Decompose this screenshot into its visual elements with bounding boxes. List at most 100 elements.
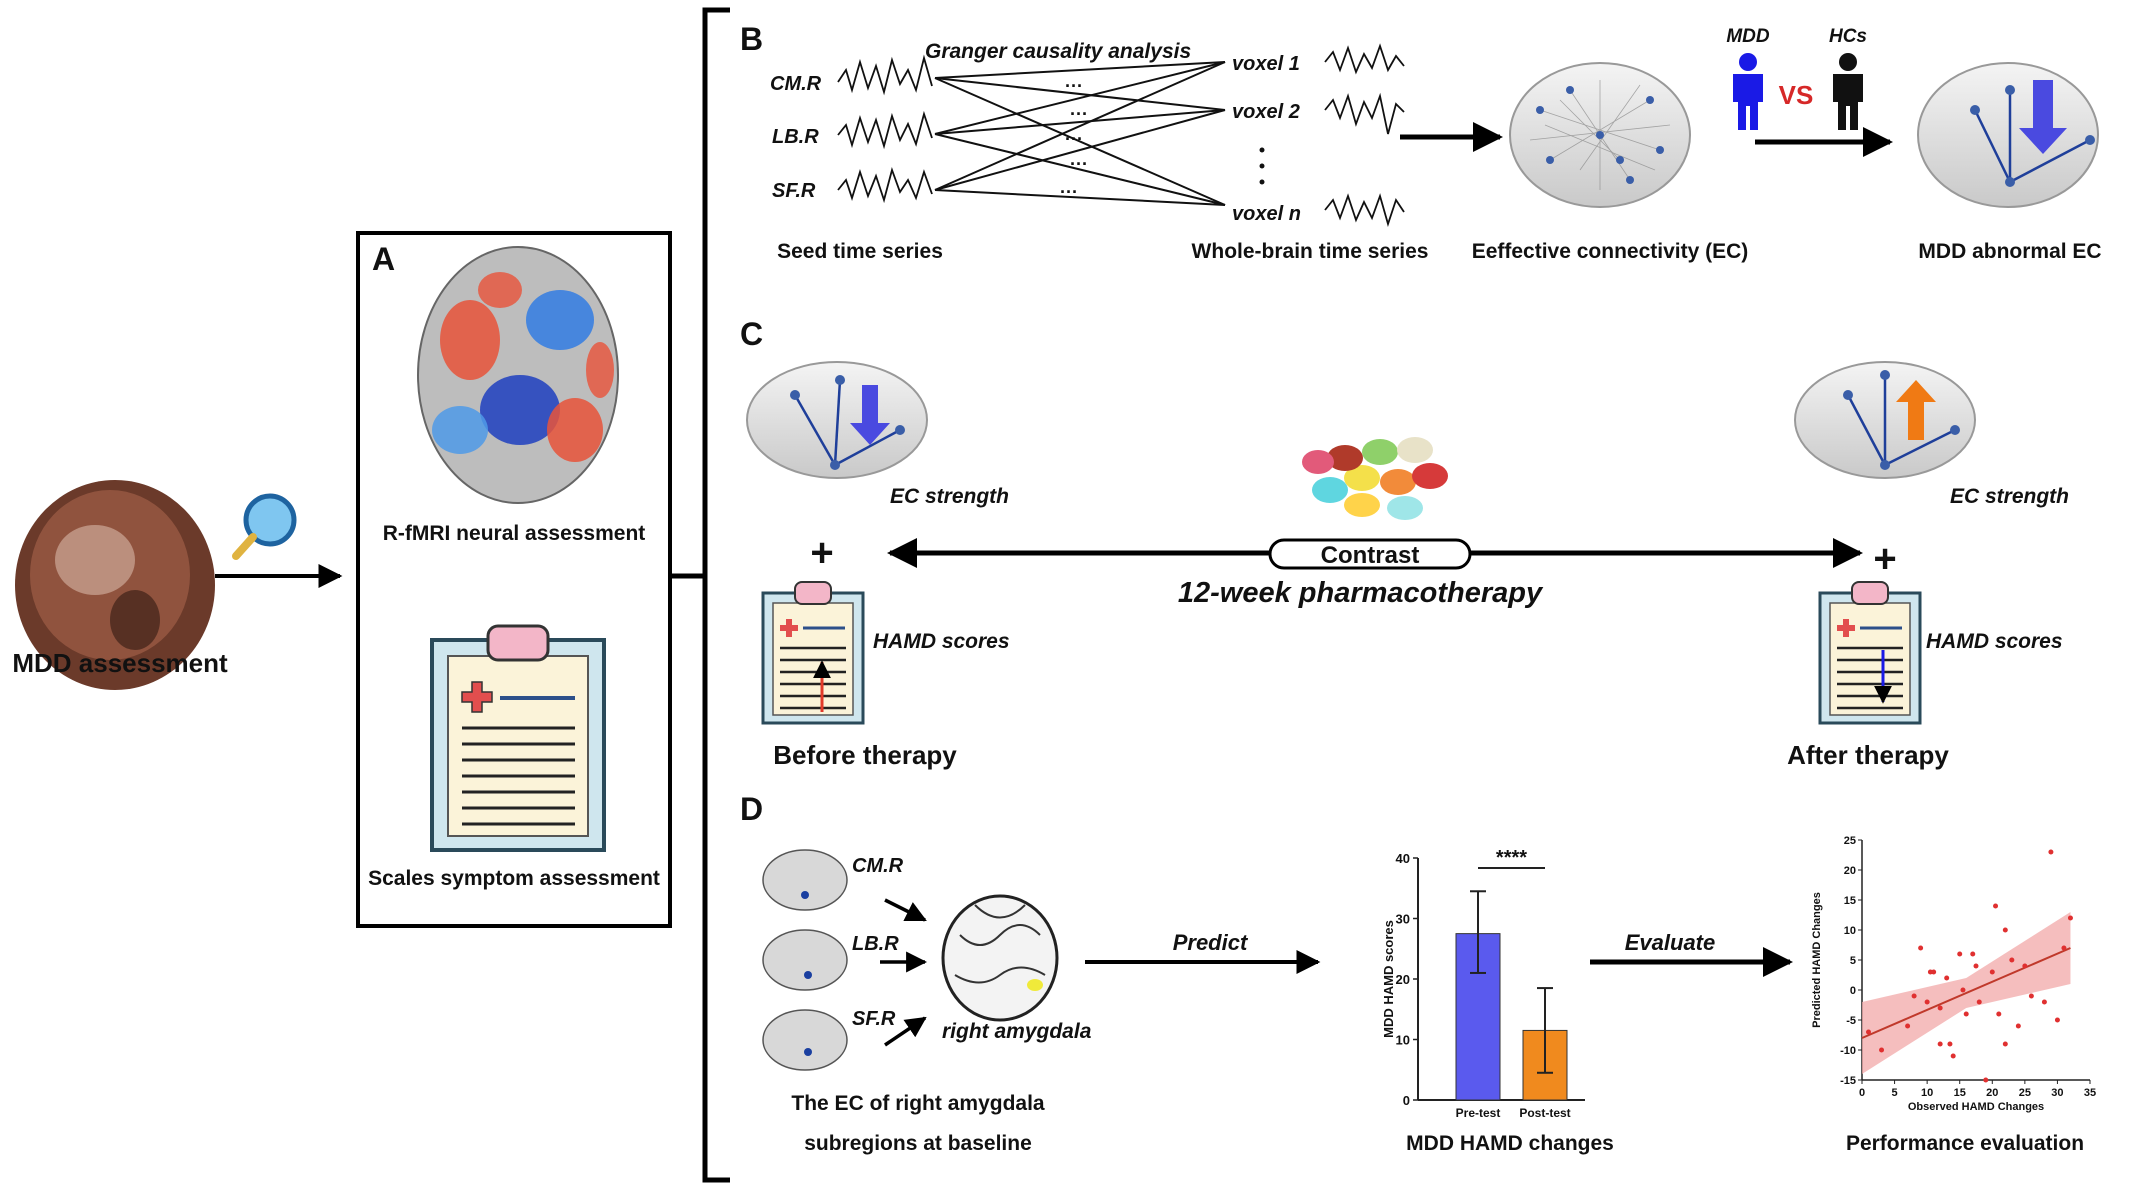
scatter-point (1944, 975, 1950, 981)
granger-title: Granger causality analysis (925, 40, 1191, 63)
scatter-point (2061, 945, 2067, 951)
panel-d-letter: D (740, 791, 763, 827)
pills-image (1302, 437, 1448, 520)
before-therapy-label: Before therapy (773, 740, 957, 770)
bar-category-label: Pre-test (1456, 1106, 1501, 1120)
voxel-1-label: voxel 1 (1232, 53, 1300, 75)
scatter-point (1905, 1023, 1911, 1029)
mdd-person-icon (1733, 53, 1763, 130)
clipboard-icon-large (430, 624, 606, 852)
bar-y-tick-label: 10 (1396, 1033, 1410, 1048)
scatter-point (1937, 1005, 1943, 1011)
scatter-x-tick-label: 20 (1986, 1087, 1998, 1099)
scatter-y-tick-label: 25 (1844, 835, 1856, 847)
clipboard-before (761, 581, 865, 725)
scales-assessment-label: Scales symptom assessment (368, 867, 660, 890)
panel-b-letter: B (740, 21, 763, 57)
section-bracket (670, 7, 730, 1183)
svg-text:···: ··· (1065, 129, 1083, 149)
contrast-pill (1268, 538, 1472, 570)
hamd-scores-left: HAMD scores (873, 630, 1010, 653)
head-scan-image (15, 480, 215, 690)
mdd-assessment-label: MDD assessment (12, 648, 228, 678)
scatter-point (1973, 963, 1979, 969)
hamd-changes-caption: MDD HAMD changes (1406, 1132, 1614, 1155)
right-amygdala-label: right amygdala (942, 1020, 1092, 1043)
predict-label: Predict (1173, 930, 1249, 955)
scatter-point (1983, 1077, 1989, 1083)
gca-connections (934, 61, 1226, 206)
neural-assessment-label: R-fMRI neural assessment (383, 522, 646, 545)
bar-y-axis-label: MDD HAMD scores (1381, 920, 1396, 1038)
scatter-y-tick-label: -5 (1846, 1015, 1856, 1027)
scatter-point (1950, 1053, 1956, 1059)
plus-right: + (1873, 537, 1896, 581)
scatter-point (2009, 957, 2015, 963)
seed-sf-label: SF.R (772, 180, 816, 202)
performance-caption: Performance evaluation (1846, 1132, 2084, 1155)
scatter-point (2028, 993, 2034, 999)
magnifier-icon (232, 493, 297, 560)
pharmacotherapy-label: 12-week pharmacotherapy (1178, 577, 1544, 609)
scatter-point (1937, 1041, 1943, 1047)
voxel-time-series (1324, 43, 1405, 228)
mdd-label: MDD (1726, 26, 1770, 47)
voxel-n-label: voxel n (1232, 203, 1301, 225)
bar-y-tick-label: 30 (1396, 912, 1410, 927)
scatter-point (1918, 945, 1924, 951)
subregion-arrows (880, 898, 928, 1047)
scatter-point (2054, 1017, 2060, 1023)
scatter-x-tick-label: 5 (1892, 1087, 1898, 1099)
scatter-point (1957, 951, 1963, 957)
subregion-sf-label: SF.R (852, 1008, 896, 1030)
bar-category-label: Post-test (1519, 1106, 1570, 1120)
scatter-y-tick-label: 5 (1850, 955, 1856, 967)
seed-lb-label: LB.R (772, 126, 819, 148)
brain-activation-map (417, 246, 619, 504)
panel-a-letter: A (372, 241, 395, 277)
subregion-cm-label: CM.R (852, 855, 904, 877)
scatter-point (2002, 1041, 2008, 1047)
scatter-point (1931, 969, 1937, 975)
evaluate-label: Evaluate (1625, 930, 1716, 955)
abnormal-ec-caption: MDD abnormal EC (1918, 240, 2101, 263)
panel-a-frame (356, 231, 672, 928)
coronal-brain (941, 894, 1059, 1022)
after-therapy-label: After therapy (1787, 740, 1949, 770)
hcs-label: HCs (1829, 26, 1867, 47)
panel-c-letter: C (740, 316, 763, 352)
scatter-x-tick-label: 15 (1954, 1087, 1966, 1099)
ec-network-brain (1509, 62, 1691, 208)
clipboard-after (1818, 581, 1922, 725)
vs-label: VS (1779, 80, 1814, 110)
ec-strength-left: EC strength (890, 485, 1009, 508)
scatter-x-tick-label: 30 (2051, 1087, 2063, 1099)
abnormal-ec-brain (1917, 62, 2099, 208)
scatter-x-axis-label: Observed HAMD Changes (1908, 1101, 2044, 1113)
scatter-point (1879, 1047, 1885, 1053)
scatter-point (1866, 1029, 1872, 1035)
scatter-point (2022, 963, 2028, 969)
gca-ellipsis: ········· ······ (1060, 76, 1088, 202)
wholebrain-series-caption: Whole-brain time series (1192, 240, 1429, 263)
scatter-point (1996, 1011, 2002, 1017)
svg-text:···: ··· (1060, 182, 1078, 202)
scatter-point (2067, 915, 2073, 921)
scatter-x-tick-label: 0 (1859, 1087, 1865, 1099)
scatter-point (2041, 999, 2047, 1005)
plus-left: + (810, 531, 833, 575)
scatter-point (2048, 849, 2054, 855)
subregion-brains (762, 849, 848, 1071)
significance-label: **** (1496, 847, 1527, 869)
scatter-y-tick-label: 20 (1844, 865, 1856, 877)
scatter-point (1947, 1041, 1953, 1047)
seed-series-caption: Seed time series (777, 240, 943, 263)
scatter-y-tick-label: -10 (1840, 1045, 1856, 1057)
scatter-point (1911, 993, 1917, 999)
scatter-point (2015, 1023, 2021, 1029)
svg-text:···: ··· (1070, 104, 1088, 124)
seed-time-series (837, 54, 933, 204)
scatter-point (2002, 927, 2008, 933)
